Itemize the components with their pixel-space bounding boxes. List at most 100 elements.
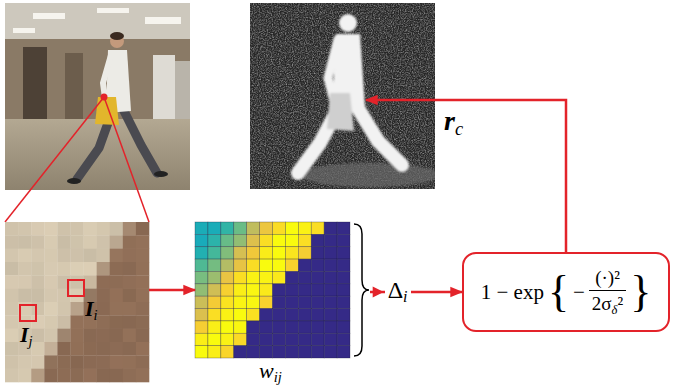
patch-pixel bbox=[97, 369, 110, 383]
patch-pixel bbox=[31, 315, 44, 329]
patch-pixel bbox=[97, 222, 110, 236]
heat-cell bbox=[311, 247, 324, 259]
patch-pixel bbox=[57, 315, 70, 329]
door bbox=[23, 47, 47, 119]
heat-cell bbox=[298, 271, 311, 283]
heat-cell bbox=[195, 346, 208, 358]
heat-cell bbox=[221, 271, 234, 283]
arrow-head bbox=[373, 287, 384, 298]
patch-pixel bbox=[84, 342, 97, 356]
patch-pixel bbox=[123, 355, 136, 369]
patch-pixel bbox=[136, 329, 149, 343]
heat-cell bbox=[311, 346, 324, 358]
patch-pixel bbox=[84, 222, 97, 236]
patch-pixel bbox=[57, 355, 70, 369]
formula-text: } bbox=[630, 270, 651, 314]
hair bbox=[110, 32, 124, 40]
patch-pixel bbox=[123, 235, 136, 249]
patch-pixel bbox=[31, 342, 44, 356]
heat-cell bbox=[260, 333, 273, 345]
patch-pixel bbox=[136, 289, 149, 303]
patch-pixel bbox=[5, 289, 18, 303]
heat-cell bbox=[260, 234, 273, 246]
heat-cell bbox=[234, 309, 247, 321]
patch-pixel bbox=[31, 275, 44, 289]
pixel-marker bbox=[20, 305, 36, 321]
heat-cell bbox=[337, 222, 350, 234]
heat-cell bbox=[221, 346, 234, 358]
patch-pixel bbox=[84, 355, 97, 369]
patch-pixel bbox=[136, 315, 149, 329]
patch-pixel bbox=[31, 355, 44, 369]
heat-cell bbox=[311, 222, 324, 234]
patch-pixel bbox=[44, 289, 57, 303]
patch-pixel bbox=[84, 369, 97, 383]
ceiling-light bbox=[13, 28, 35, 33]
heat-cell bbox=[247, 222, 260, 234]
patch-pixel bbox=[70, 369, 83, 383]
heat-cell bbox=[260, 247, 273, 259]
patch-pixel bbox=[97, 262, 110, 276]
zoom-point bbox=[101, 94, 108, 101]
patch-pixel bbox=[97, 235, 110, 249]
heat-cell bbox=[337, 309, 350, 321]
patch-pixel bbox=[5, 355, 18, 369]
shoe bbox=[154, 171, 168, 177]
heat-cell bbox=[234, 247, 247, 259]
patch-pixel bbox=[5, 275, 18, 289]
heat-cell bbox=[260, 321, 273, 333]
heat-cell bbox=[247, 321, 260, 333]
patch-pixel bbox=[70, 342, 83, 356]
patch-pixel bbox=[97, 355, 110, 369]
patch-pixel bbox=[110, 275, 123, 289]
patch-pixel bbox=[31, 235, 44, 249]
patch-pixel bbox=[110, 235, 123, 249]
heat-cell bbox=[208, 284, 221, 296]
heat-cell bbox=[298, 222, 311, 234]
heat-cell bbox=[247, 234, 260, 246]
patch-pixel bbox=[97, 289, 110, 303]
zoom-line bbox=[5, 97, 104, 222]
patch-pixel bbox=[136, 342, 149, 356]
patch-pixel bbox=[123, 329, 136, 343]
heat-cell bbox=[298, 333, 311, 345]
arm bbox=[328, 39, 338, 101]
heat-cell bbox=[234, 271, 247, 283]
patch-pixel bbox=[44, 262, 57, 276]
heat-cell bbox=[298, 296, 311, 308]
heat-cell bbox=[298, 309, 311, 321]
heat-cell bbox=[247, 346, 260, 358]
patch-pixel bbox=[31, 249, 44, 263]
heat-cell bbox=[337, 321, 350, 333]
fridge bbox=[153, 55, 175, 121]
patch-pixel bbox=[136, 369, 149, 383]
heat-cell bbox=[311, 271, 324, 283]
heat-cell bbox=[311, 296, 324, 308]
arrow bbox=[366, 100, 566, 252]
patch-pixel bbox=[70, 275, 83, 289]
heat-cell bbox=[324, 284, 337, 296]
patch-pixel bbox=[18, 249, 31, 263]
patch-pixel bbox=[5, 302, 18, 316]
heat-cell bbox=[273, 346, 286, 358]
heat-cell bbox=[273, 284, 286, 296]
patch-pixel bbox=[70, 262, 83, 276]
patch-pixel bbox=[5, 329, 18, 343]
patch-pixel bbox=[123, 369, 136, 383]
ceiling-light bbox=[33, 13, 65, 19]
heat-cell bbox=[195, 321, 208, 333]
patch-pixels bbox=[5, 222, 149, 382]
patch-pixel bbox=[31, 222, 44, 236]
edge-label: rc bbox=[441, 106, 466, 140]
heat-cell bbox=[273, 234, 286, 246]
heat-cell bbox=[260, 222, 273, 234]
ceiling bbox=[5, 3, 190, 39]
heat-cell bbox=[337, 296, 350, 308]
patch-pixel bbox=[123, 289, 136, 303]
heat-cell bbox=[247, 271, 260, 283]
bag bbox=[95, 97, 119, 125]
heat-cell bbox=[195, 259, 208, 271]
patch-pixel bbox=[18, 235, 31, 249]
patch-pixel bbox=[5, 235, 18, 249]
heat-cell bbox=[208, 296, 221, 308]
